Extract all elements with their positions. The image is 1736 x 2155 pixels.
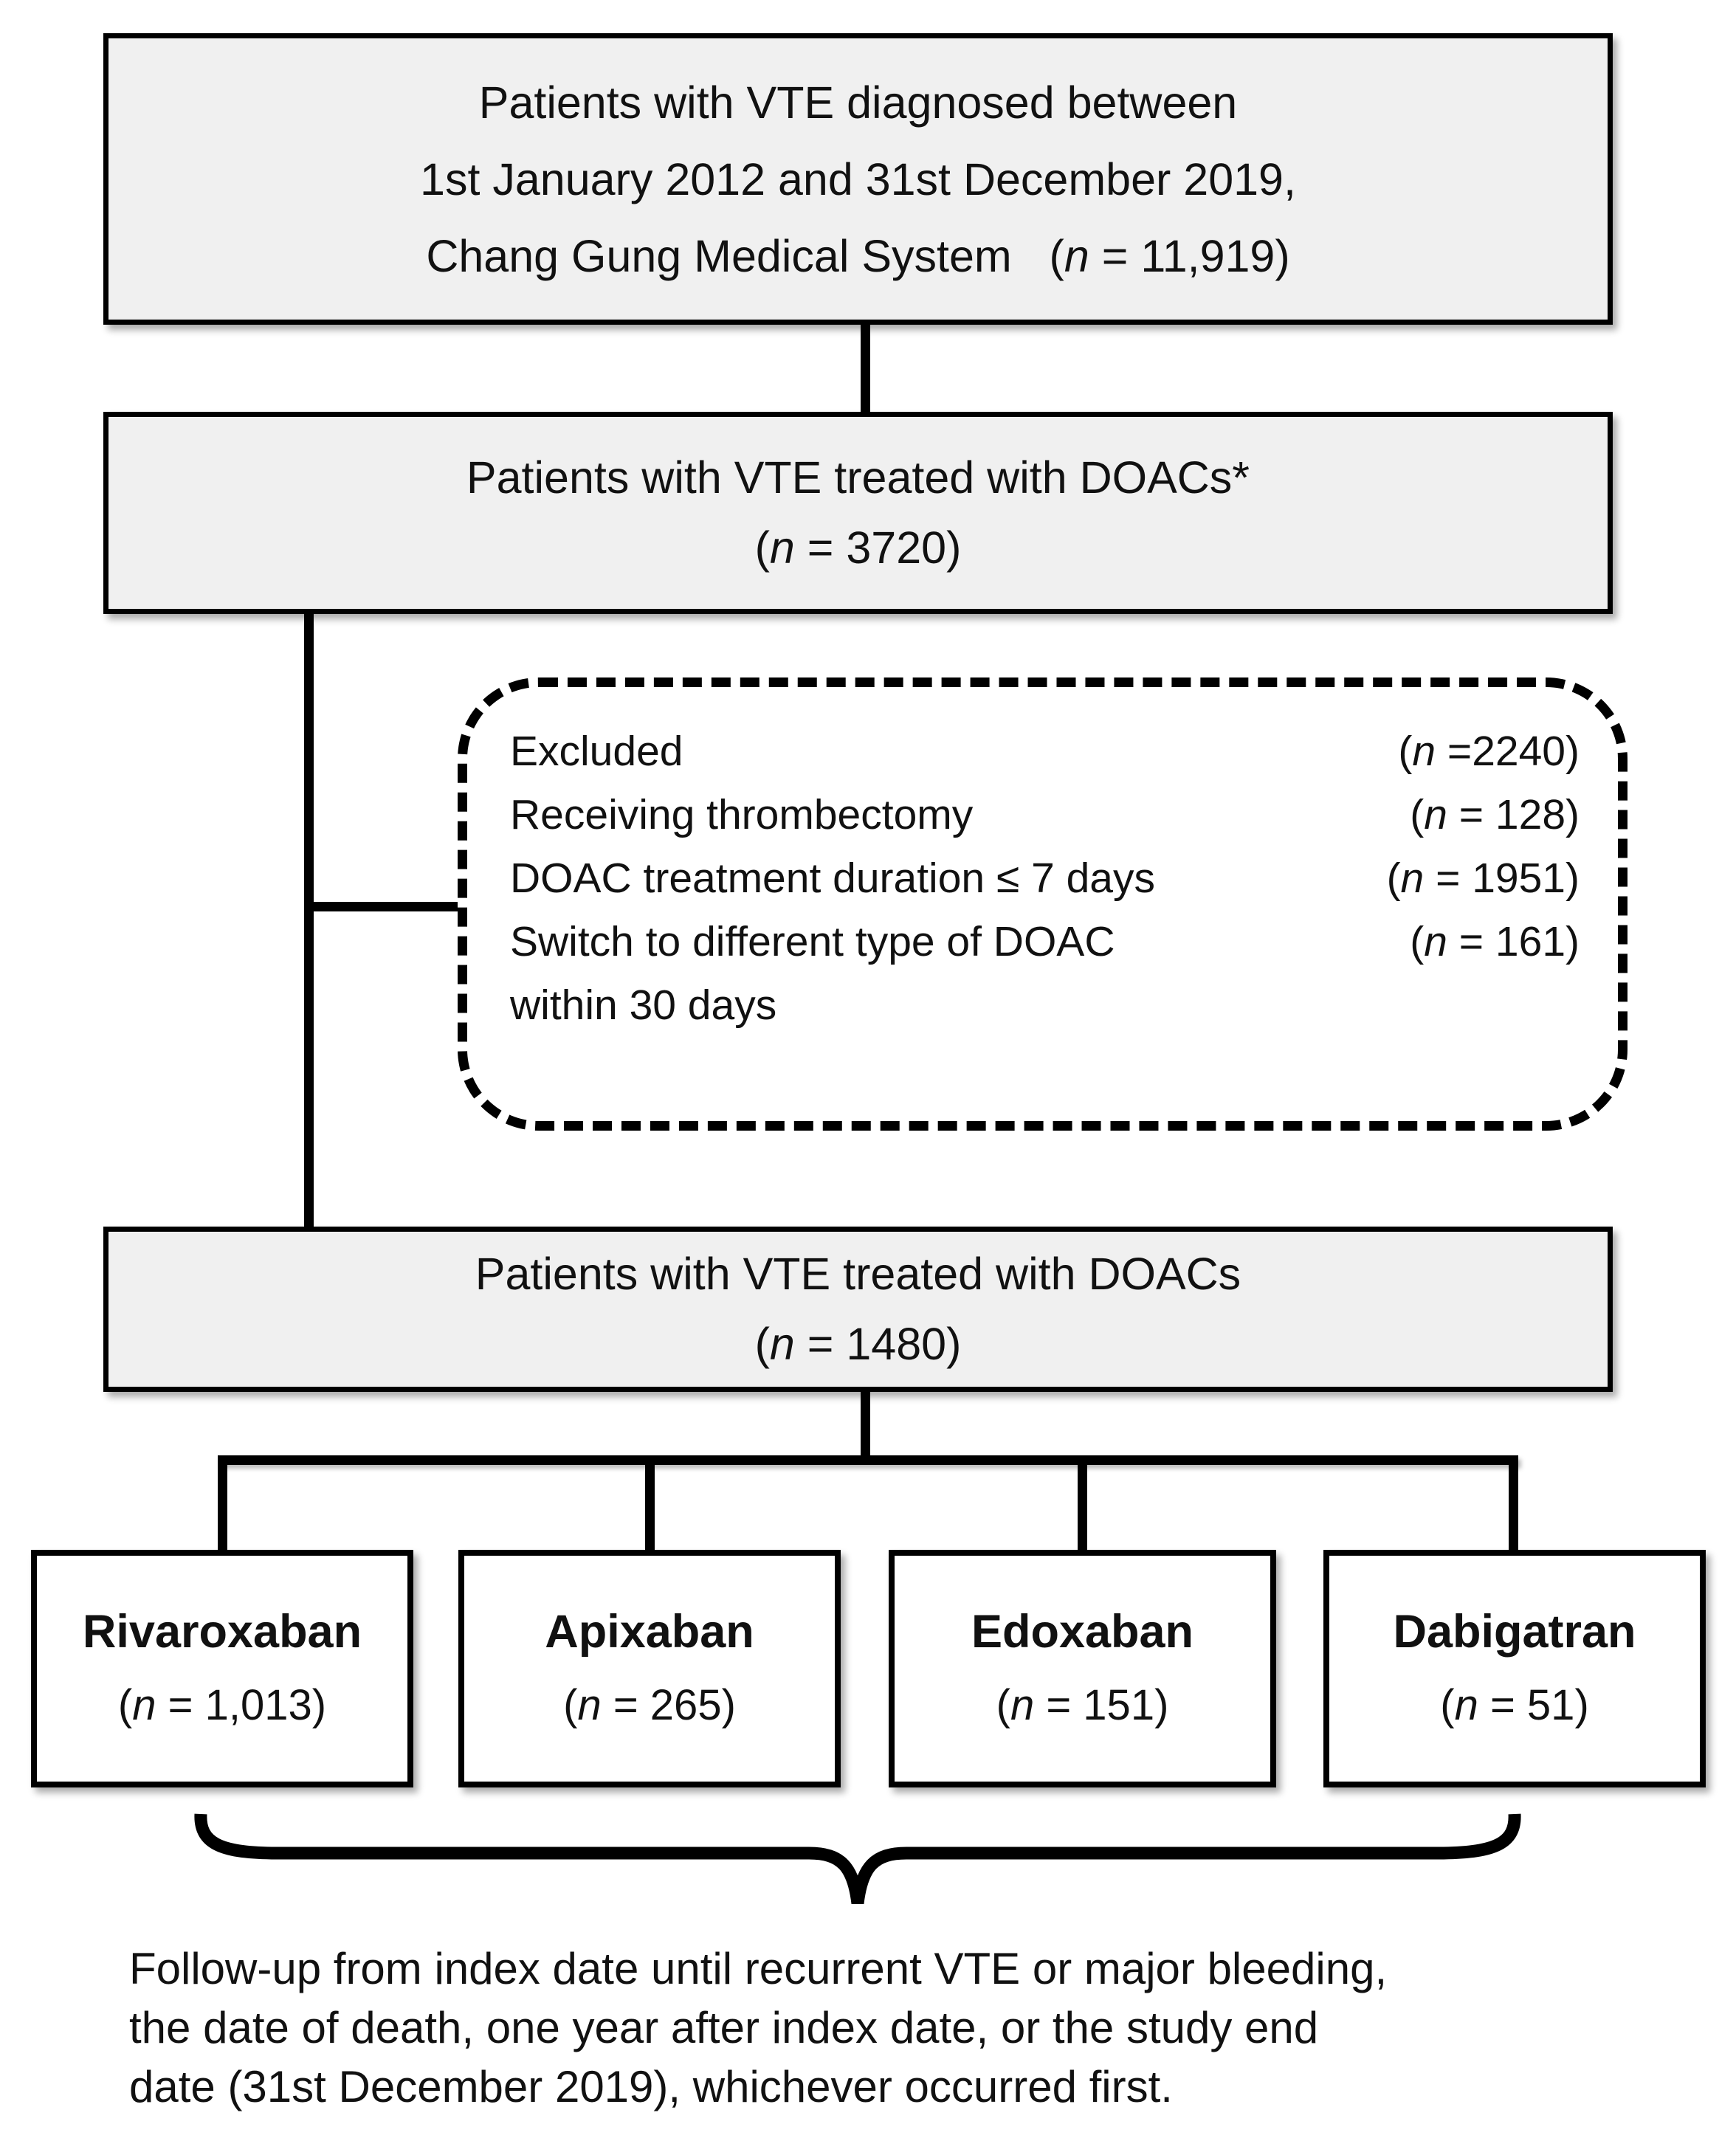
drug-name: Edoxaban <box>971 1606 1194 1658</box>
follow-up-line: date (31st December 2019), whichever occ… <box>129 2062 1173 2111</box>
box-line: (n = 3720) <box>754 523 962 573</box>
connector-box2-box3 <box>304 611 314 1232</box>
drop-line-rivaroxaban <box>218 1461 227 1551</box>
drop-line-edoxaban <box>1078 1461 1087 1551</box>
box-line: 1st January 2012 and 31st December 2019, <box>420 154 1296 204</box>
exclusion-count: (n = 128) <box>1410 791 1580 838</box>
curly-brace <box>194 1813 1521 1905</box>
drug-count: (n = 265) <box>563 1681 736 1729</box>
drop-line-apixaban <box>645 1461 655 1551</box>
drug-name: Apixaban <box>545 1606 754 1658</box>
final-cohort-box: Patients with VTE treated with DOACs (n … <box>103 1227 1613 1392</box>
distribution-line <box>218 1455 1518 1465</box>
exclusion-label: Switch to different type of DOAC <box>510 918 1115 965</box>
exclusion-label: Excluded <box>510 728 683 775</box>
drug-count: (n = 1,013) <box>117 1681 327 1729</box>
drug-box-rivaroxaban: Rivaroxaban (n = 1,013) <box>31 1550 413 1787</box>
connector-box3-stem <box>861 1390 870 1461</box>
drug-box-edoxaban: Edoxaban (n = 151) <box>889 1550 1276 1787</box>
exclusion-row: DOAC treatment duration ≤ 7 days (n = 19… <box>510 847 1580 910</box>
drug-box-apixaban: Apixaban (n = 265) <box>458 1550 841 1787</box>
follow-up-line: the date of death, one year after index … <box>129 2003 1319 2052</box>
drug-count: (n = 151) <box>996 1681 1169 1729</box>
connector-box1-box2 <box>861 323 870 415</box>
doac-treated-box: Patients with VTE treated with DOACs* (n… <box>103 412 1613 614</box>
drop-line-dabigatran <box>1509 1461 1518 1551</box>
exclusion-count: (n = 1951) <box>1386 855 1580 902</box>
source-population-box: Patients with VTE diagnosed between 1st … <box>103 33 1613 325</box>
box-line: (n = 1480) <box>754 1319 962 1369</box>
exclusion-count: (n = 161) <box>1410 918 1580 965</box>
exclusion-count: (n =2240) <box>1398 728 1580 775</box>
exclusion-label: Receiving thrombectomy <box>510 791 974 838</box>
exclusion-box: Excluded (n =2240) Receiving thrombectom… <box>458 677 1628 1131</box>
exclusion-label: DOAC treatment duration ≤ 7 days <box>510 855 1156 902</box>
box-line: Patients with VTE diagnosed between <box>478 77 1238 128</box>
exclusion-label: within 30 days <box>510 982 777 1029</box>
box-line: Patients with VTE treated with DOACs* <box>466 452 1250 503</box>
connector-exclusion-branch <box>309 902 465 911</box>
follow-up-line: Follow-up from index date until recurren… <box>129 1944 1388 1993</box>
drug-count: (n = 51) <box>1440 1681 1589 1729</box>
drug-box-dabigatran: Dabigatran (n = 51) <box>1323 1550 1706 1787</box>
exclusion-row: Switch to different type of DOAC (n = 16… <box>510 910 1580 973</box>
follow-up-note: Follow-up from index date until recurren… <box>129 1940 1664 2117</box>
box-line: Chang Gung Medical System (n = 11,919) <box>426 230 1290 281</box>
exclusion-row: Receiving thrombectomy (n = 128) <box>510 783 1580 847</box>
exclusion-row: within 30 days <box>510 973 1580 1037</box>
drug-name: Dabigatran <box>1393 1606 1636 1658</box>
exclusion-row: Excluded (n =2240) <box>510 720 1580 783</box>
box-line: Patients with VTE treated with DOACs <box>475 1249 1241 1299</box>
drug-name: Rivaroxaban <box>82 1606 362 1658</box>
